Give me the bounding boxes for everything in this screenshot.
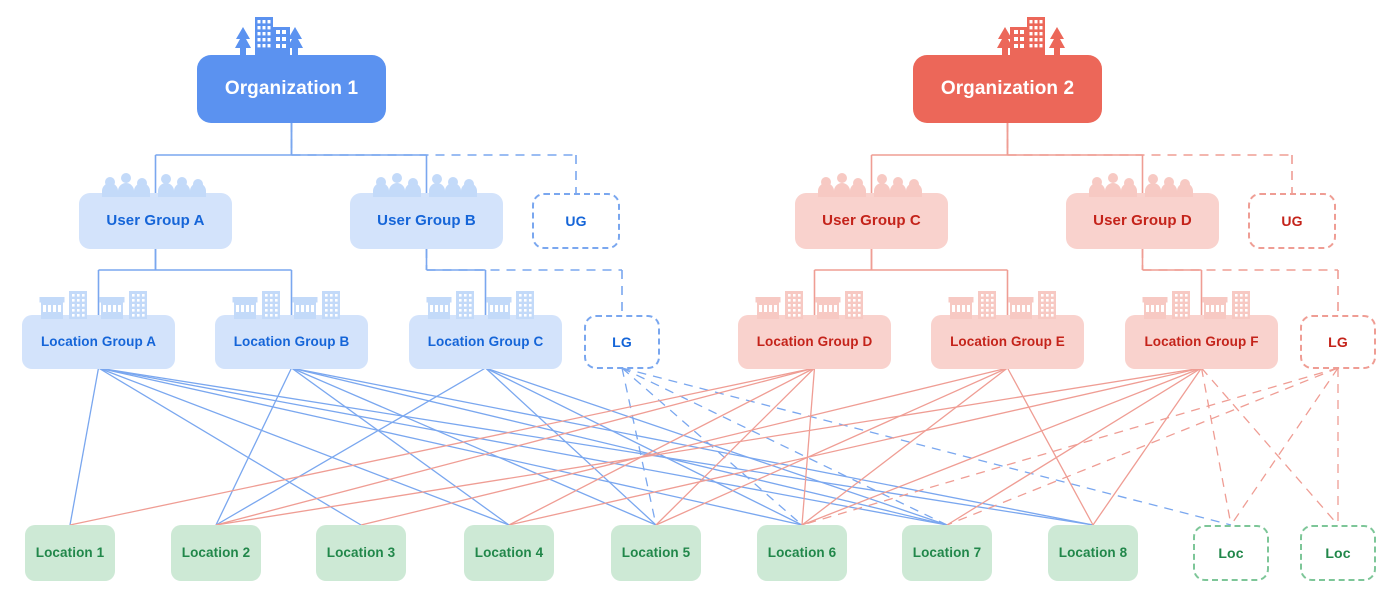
location-node-label: Location 3 — [326, 545, 396, 561]
location-node-loc6[interactable]: Location 6 — [757, 525, 847, 581]
fan-connector — [69, 367, 100, 526]
user-group-node-ugc[interactable]: User Group C — [795, 193, 948, 249]
user-group-node-ugd[interactable]: User Group D — [1066, 193, 1219, 249]
location-group-node-label: Location Group E — [950, 334, 1065, 350]
user-group-node-label: User Group A — [106, 212, 205, 230]
organization-node-org1[interactable]: Organization 1 — [197, 55, 386, 123]
fan-connector — [98, 367, 803, 526]
location-node-label: Location 7 — [912, 545, 982, 561]
fan-connector — [1230, 367, 1339, 526]
location-group-node-label: Location Group C — [427, 334, 544, 350]
fan-connector — [98, 367, 510, 526]
location-group-node-lgf[interactable]: Location Group F — [1125, 315, 1278, 369]
location-group-node-lga[interactable]: Location Group A — [22, 315, 175, 369]
user-group-placeholder-ug-ghost-blue[interactable]: UG — [532, 193, 620, 249]
location-group-node-lgd[interactable]: Location Group D — [738, 315, 891, 369]
user-group-placeholder-label: UG — [565, 212, 587, 229]
user-group-node-label: User Group D — [1093, 212, 1192, 230]
user-group-node-ugb[interactable]: User Group B — [350, 193, 503, 249]
location-placeholder-loc-ghost-1[interactable]: Loc — [1193, 525, 1269, 581]
location-group-node-lgb[interactable]: Location Group B — [215, 315, 368, 369]
location-group-node-lge[interactable]: Location Group E — [931, 315, 1084, 369]
fan-connector — [621, 367, 948, 526]
location-node-label: Location 1 — [35, 545, 105, 561]
location-node-loc4[interactable]: Location 4 — [464, 525, 554, 581]
fan-connector — [69, 367, 815, 526]
user-group-node-label: User Group B — [377, 212, 476, 230]
fan-connector — [98, 367, 362, 526]
location-group-placeholder-label: LG — [1328, 333, 1348, 350]
location-node-loc7[interactable]: Location 7 — [902, 525, 992, 581]
fan-connector — [1092, 367, 1203, 526]
location-node-label: Location 6 — [767, 545, 837, 561]
user-group-node-label: User Group C — [822, 212, 921, 230]
user-group-placeholder-ug-ghost-red[interactable]: UG — [1248, 193, 1336, 249]
location-node-loc5[interactable]: Location 5 — [611, 525, 701, 581]
fan-connector — [621, 367, 1232, 526]
fan-connector — [98, 367, 1094, 526]
fan-connector — [801, 367, 1008, 526]
location-group-placeholder-lg-ghost-red[interactable]: LG — [1300, 315, 1376, 369]
user-group-placeholder-label: UG — [1281, 212, 1303, 229]
location-group-placeholder-label: LG — [612, 333, 632, 350]
fan-connector — [801, 367, 816, 526]
fan-connector — [485, 367, 803, 526]
user-group-node-uga[interactable]: User Group A — [79, 193, 232, 249]
fan-connector — [801, 367, 1202, 526]
fan-connector — [291, 367, 510, 526]
fan-connector — [291, 367, 948, 526]
location-node-label: Location 5 — [621, 545, 691, 561]
fan-connector — [215, 367, 1202, 526]
location-node-loc2[interactable]: Location 2 — [171, 525, 261, 581]
organization-node-label: Organization 2 — [940, 78, 1075, 100]
fan-connector — [485, 367, 657, 526]
fan-connector — [215, 367, 815, 526]
location-placeholder-loc-ghost-2[interactable]: Loc — [1300, 525, 1376, 581]
location-placeholder-label: Loc — [1218, 544, 1244, 561]
fan-connector — [621, 367, 657, 526]
fan-connector — [655, 367, 815, 526]
fan-connector — [291, 367, 1094, 526]
fan-connector — [1201, 367, 1339, 526]
organization-node-org2[interactable]: Organization 2 — [913, 55, 1102, 123]
fan-connector — [801, 367, 1339, 526]
fan-connector — [215, 367, 293, 526]
location-node-loc1[interactable]: Location 1 — [25, 525, 115, 581]
location-node-loc8[interactable]: Location 8 — [1048, 525, 1138, 581]
location-node-label: Location 4 — [474, 545, 544, 561]
location-group-node-label: Location Group F — [1144, 334, 1259, 350]
fan-connector — [291, 367, 657, 526]
fan-connector — [360, 367, 1008, 526]
location-group-placeholder-lg-ghost-blue[interactable]: LG — [584, 315, 660, 369]
fan-connector — [508, 367, 1202, 526]
fan-connector — [946, 367, 1339, 526]
location-node-loc3[interactable]: Location 3 — [316, 525, 406, 581]
location-node-label: Location 2 — [181, 545, 251, 561]
location-node-label: Location 8 — [1058, 545, 1128, 561]
fan-connector — [946, 367, 1202, 526]
location-group-node-lgc[interactable]: Location Group C — [409, 315, 562, 369]
fan-connector — [508, 367, 815, 526]
fan-connector — [1006, 367, 1094, 526]
location-group-node-label: Location Group D — [756, 334, 873, 350]
fan-connector — [98, 367, 948, 526]
location-group-node-label: Location Group A — [40, 334, 157, 350]
organization-node-label: Organization 1 — [224, 78, 359, 100]
location-group-node-label: Location Group B — [233, 334, 350, 350]
location-placeholder-label: Loc — [1325, 544, 1351, 561]
fan-connector — [655, 367, 1008, 526]
fan-connector — [1200, 367, 1232, 526]
fan-connector — [215, 367, 486, 526]
